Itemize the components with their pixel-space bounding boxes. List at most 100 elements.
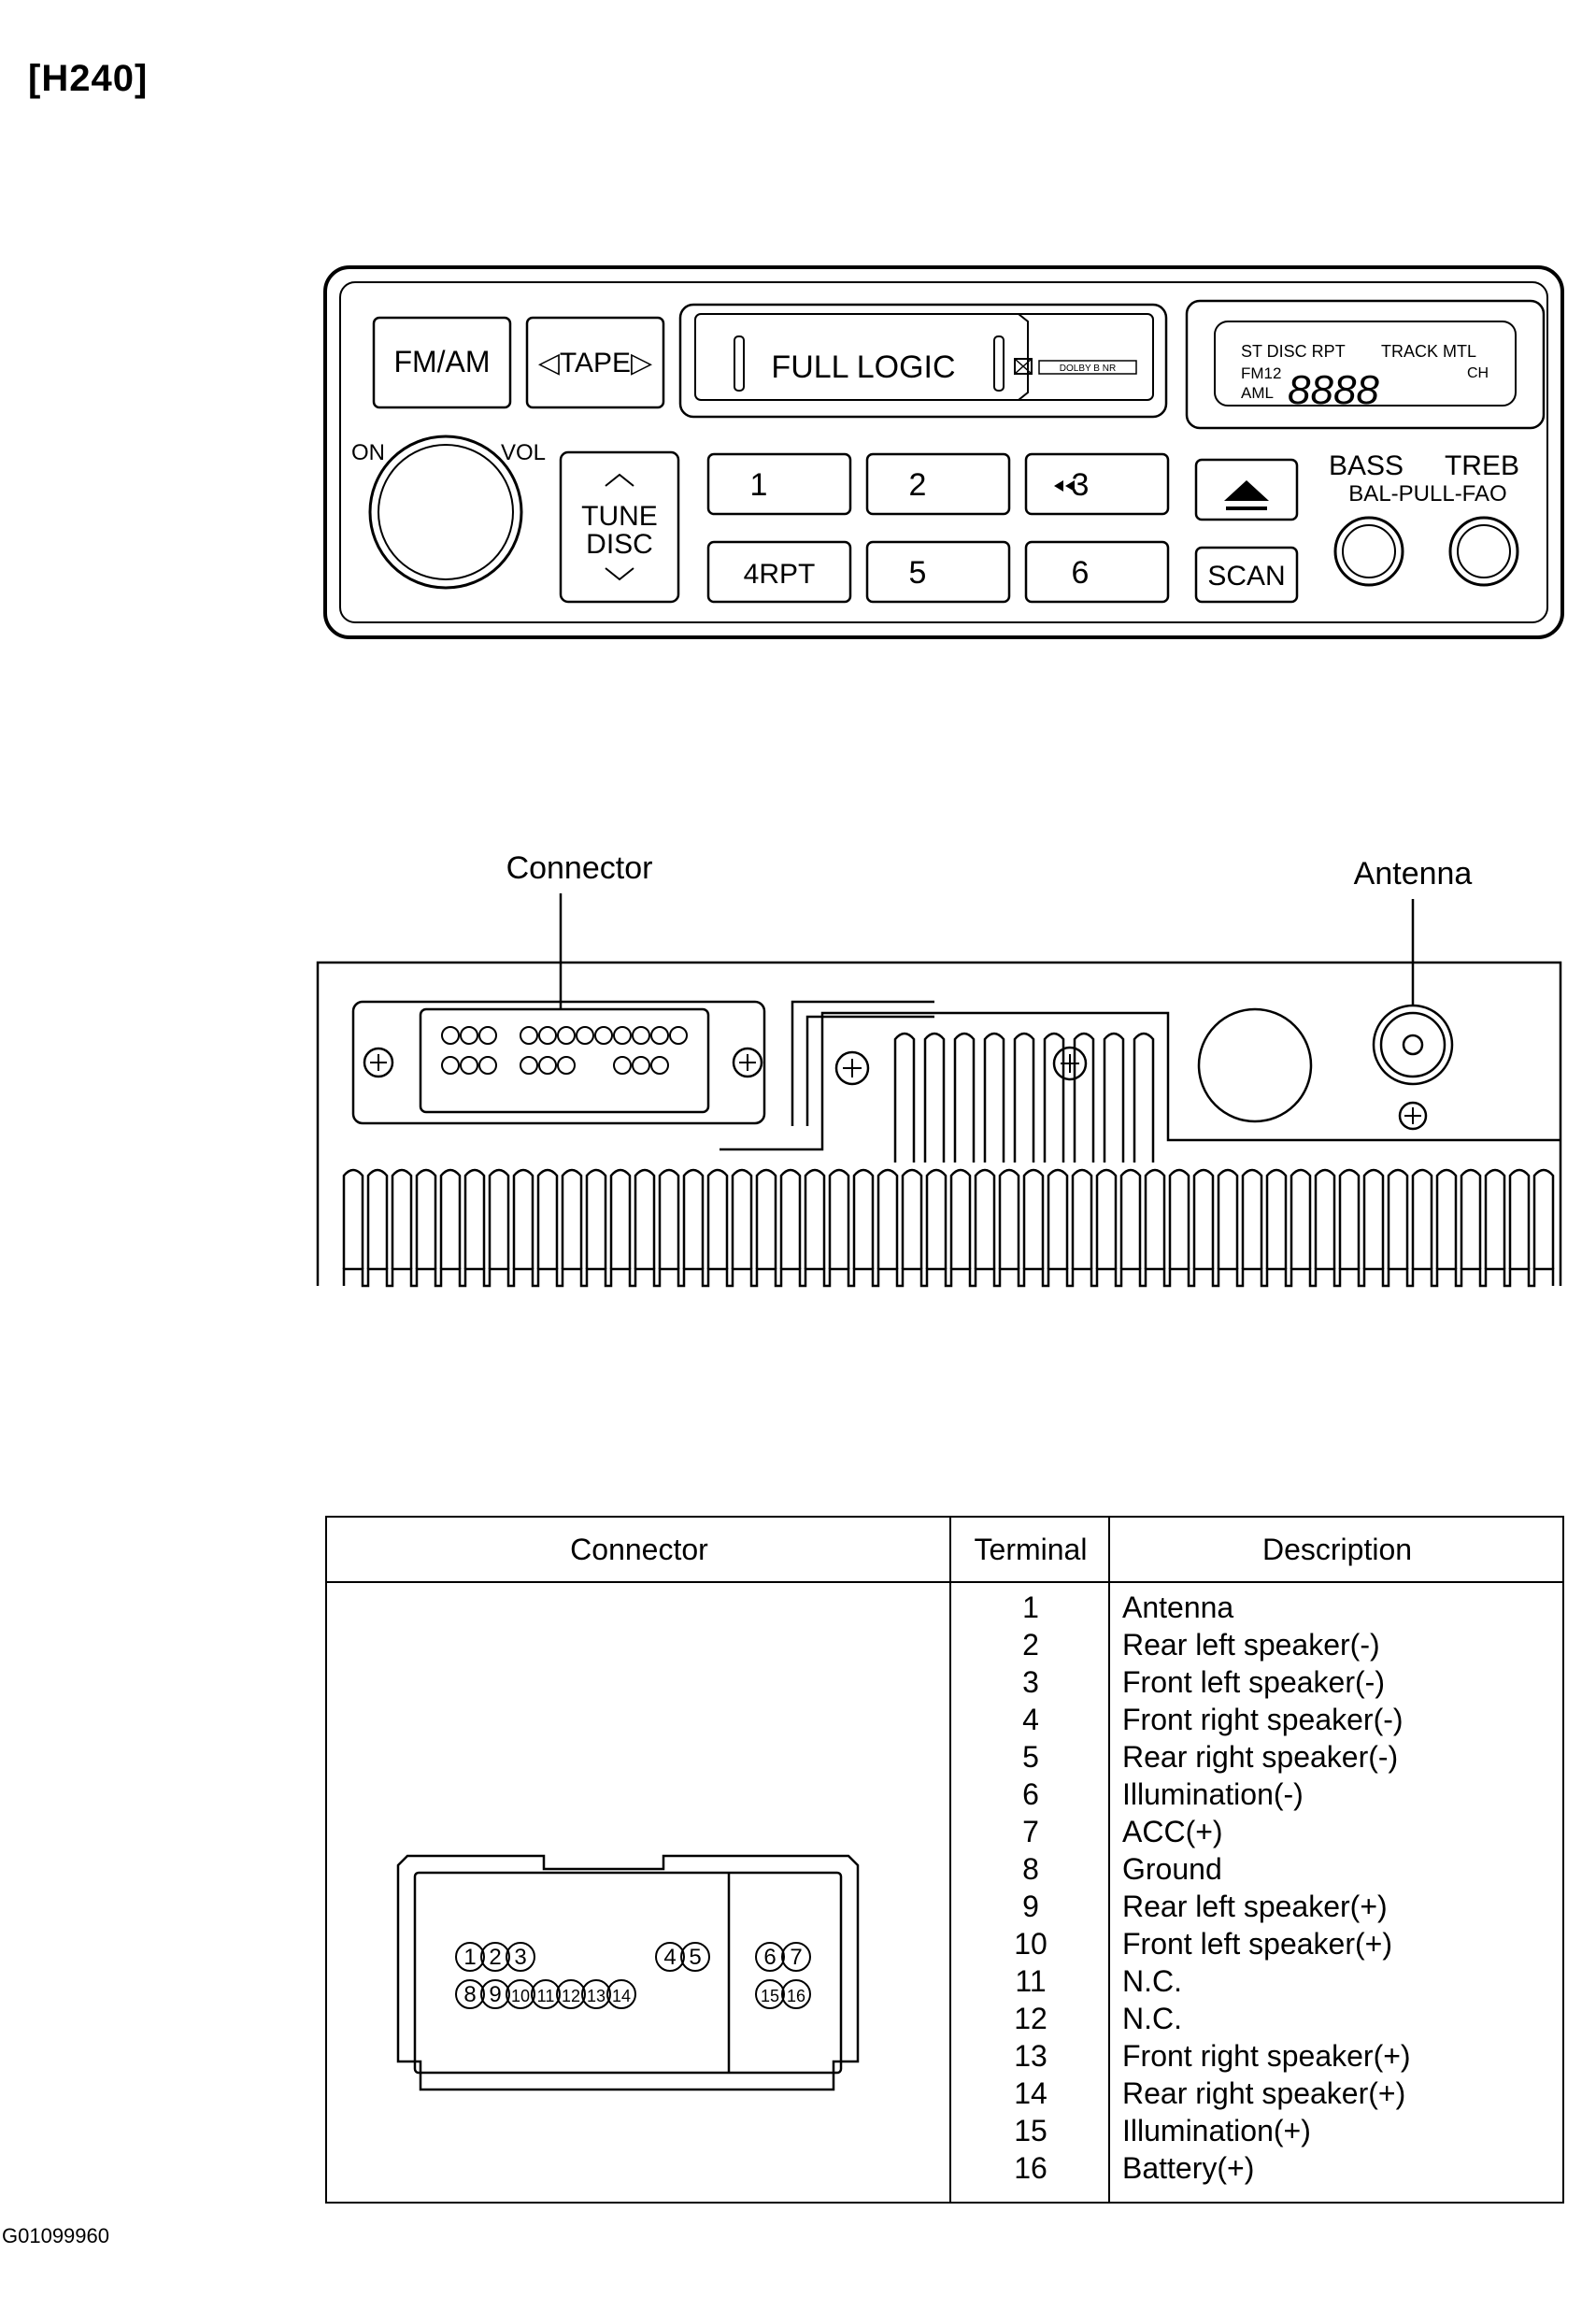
pin-label: 8 [463, 1982, 476, 2007]
fin [561, 1168, 583, 1269]
pin-label: 7 [790, 1945, 802, 1970]
fm-am-button[interactable] [372, 316, 512, 409]
fin [1387, 1168, 1409, 1269]
radio-front-panel: FM/AM ◁TAPE▷ FULL LOGIC DOLBY B NR ST DI… [323, 265, 1564, 639]
tape-button[interactable] [525, 316, 665, 409]
terminal-description: Rear right speaker(+) [1122, 2076, 1406, 2110]
fin [609, 1168, 632, 1269]
fin [1265, 1168, 1288, 1269]
terminal-number: 11 [1015, 1964, 1047, 1998]
rear-pin [460, 1056, 478, 1075]
screw-icon [1052, 1046, 1088, 1081]
terminal-description: ACC(+) [1122, 1815, 1223, 1848]
fin [415, 1168, 437, 1269]
fin [1532, 1168, 1555, 1269]
table-row: 7 ACC(+) [951, 1813, 1564, 1850]
screw-icon [834, 1050, 870, 1086]
fin [1484, 1168, 1506, 1269]
fin [901, 1168, 923, 1269]
preset-button-5[interactable] [865, 540, 1011, 604]
preset-button-4[interactable] [706, 540, 852, 604]
fm-am-label: FM/AM [393, 345, 490, 378]
fin [682, 1168, 705, 1269]
fin [391, 1168, 413, 1269]
fin [1435, 1168, 1458, 1269]
preset-button-1[interactable] [706, 452, 852, 516]
fin [1314, 1168, 1336, 1269]
pin-10 [506, 1979, 535, 2009]
eject-button[interactable] [1194, 458, 1299, 521]
fin [1043, 1032, 1065, 1163]
rear-pin [520, 1026, 538, 1045]
treble-knob[interactable] [1448, 516, 1519, 587]
fin [1338, 1168, 1361, 1269]
fin [998, 1168, 1020, 1269]
bass-knob[interactable] [1333, 516, 1404, 587]
fin [1103, 1032, 1125, 1163]
fin [536, 1168, 559, 1269]
full-logic-label: FULL LOGIC [771, 350, 955, 385]
pin-15 [755, 1979, 785, 2009]
cassette-window [678, 303, 1168, 419]
pin-label: 14 [612, 1987, 631, 2005]
preset-button-2[interactable] [865, 452, 1011, 516]
terminal-description: Rear left speaker(-) [1122, 1628, 1380, 1662]
volume-knob[interactable] [368, 435, 523, 590]
terminal-description: Rear left speaker(+) [1122, 1890, 1388, 1923]
tune-disc-rocker[interactable] [559, 450, 680, 604]
fin [925, 1168, 948, 1269]
pin-9 [480, 1979, 510, 2009]
header-terminal: Terminal [951, 1518, 1110, 1583]
fin [1095, 1168, 1118, 1269]
disc-label: DISC [586, 529, 653, 560]
rear-pin [650, 1056, 669, 1075]
terminal-description: Ground [1122, 1852, 1222, 1886]
header-description: Description [1110, 1518, 1564, 1583]
pin-label: 11 [537, 1987, 555, 2005]
terminal-number: 15 [1014, 2114, 1047, 2147]
preset-button-6[interactable] [1024, 540, 1170, 604]
terminal-number: 13 [1014, 2039, 1047, 2073]
rear-pin [538, 1056, 557, 1075]
pin-label: 5 [689, 1945, 701, 1970]
lcd-display-frame [1185, 299, 1546, 430]
screw-icon [732, 1047, 763, 1078]
terminal-description: Illumination(+) [1122, 2114, 1311, 2147]
page-title: [H240] [28, 58, 149, 99]
rear-pin [594, 1026, 613, 1045]
fin [634, 1168, 656, 1269]
display-top-text: ST DISC RPT [1241, 342, 1346, 361]
preset-button-3[interactable] [1024, 452, 1170, 516]
screw-icon [363, 1047, 394, 1078]
tune-label: TUNE [581, 501, 658, 532]
preset-label-3: 3 [1072, 467, 1090, 503]
header-connector: Connector [327, 1518, 951, 1583]
terminal-description: Front left speaker(+) [1122, 1927, 1392, 1961]
terminal-number: 7 [1022, 1815, 1039, 1848]
terminal-description: Rear right speaker(-) [1122, 1740, 1399, 1774]
fin [1047, 1168, 1069, 1269]
antenna-jack [1372, 1004, 1454, 1086]
treb-label: TREB [1445, 450, 1519, 481]
terminal-number: 16 [1014, 2151, 1047, 2185]
display-track-text: TRACK MTL [1381, 342, 1476, 361]
scan-button[interactable] [1194, 546, 1299, 604]
fin [923, 1032, 946, 1163]
table-row: 15 Illumination(+) [951, 2112, 1564, 2149]
fin [463, 1168, 486, 1269]
terminal-description: Antenna [1122, 1591, 1234, 1624]
rear-pin [669, 1026, 688, 1045]
rear-pin [441, 1056, 460, 1075]
radio-rear-panel: Connector Antenna [316, 850, 1562, 1288]
preset-label-2: 2 [909, 467, 927, 503]
screw-icon [1398, 1101, 1428, 1131]
preset-label-4: 4RPT [744, 559, 816, 590]
scan-label: SCAN [1207, 561, 1285, 592]
pin-label: 16 [787, 1987, 805, 2005]
